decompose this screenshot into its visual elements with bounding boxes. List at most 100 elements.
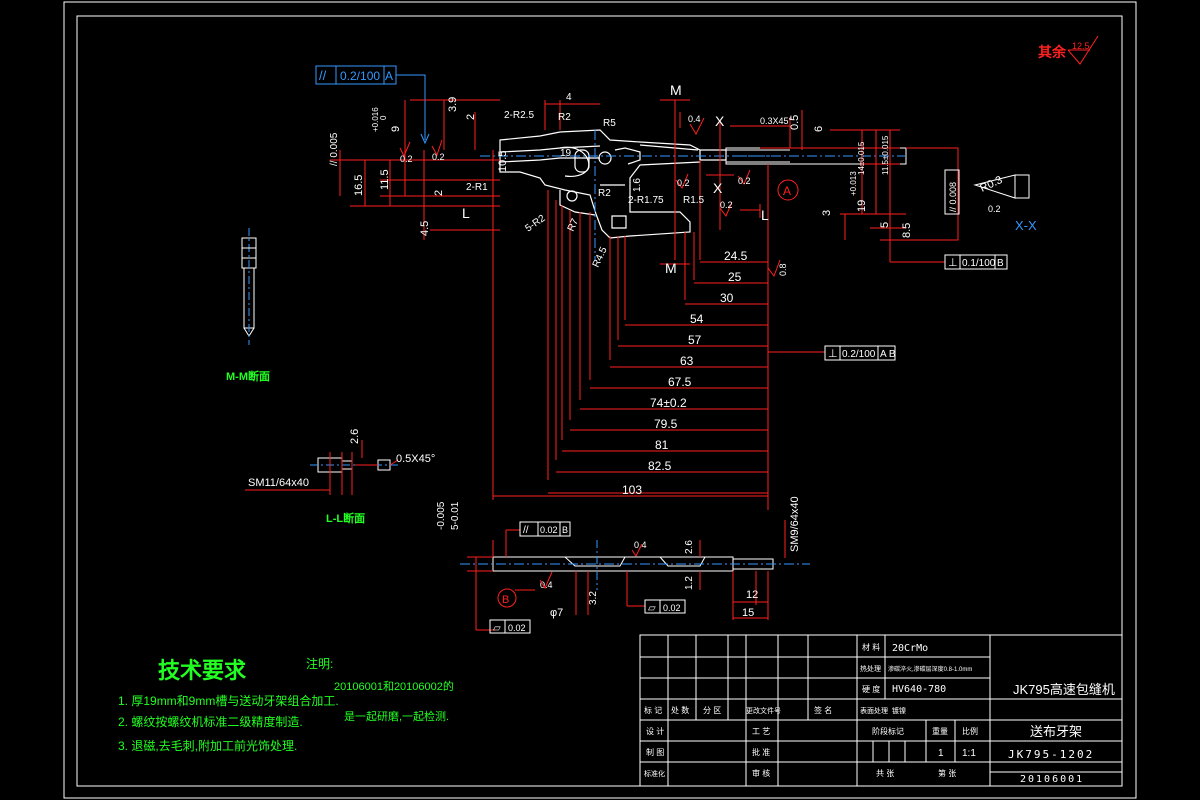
dim-74: 74±0.2 [650,396,687,410]
svg-text:标准化: 标准化 [644,769,665,778]
svg-text:SM9/64x40: SM9/64x40 [789,496,801,552]
dim-67-5: 67.5 [668,375,692,389]
svg-text:重量: 重量 [932,726,948,736]
title-block-text: 材 料 20CrMo 热处理 渗碳淬火,渗碳层深度0.8-1.0mm 硬 度 H… [644,642,1115,785]
svg-text:0.4: 0.4 [634,540,647,550]
dim-63: 63 [680,354,694,368]
main-view: // 0.2/100 A [315,65,1037,510]
datum-a: A [783,184,791,198]
svg-text:φ7: φ7 [550,607,563,619]
surface-value: 镀镍 [892,706,906,715]
svg-text:2.6: 2.6 [684,540,695,554]
outer-frame [63,1,1137,799]
dim-24-5: 24.5 [724,249,748,263]
svg-text:0.5: 0.5 [789,115,801,130]
svg-text:0.02: 0.02 [540,525,558,535]
section-l-left: L [462,205,470,221]
remark-line-2: 是一起研磨,一起检测. [344,709,449,723]
svg-text:19: 19 [560,148,572,159]
drawing-code: 20106001 [1020,774,1084,785]
svg-text:R2: R2 [558,112,571,123]
svg-text:0: 0 [379,115,388,120]
note-3: 3. 退磁,去毛刺,附加工前光饰处理. [118,738,297,753]
svg-text:2: 2 [465,114,477,120]
svg-text:0.2: 0.2 [677,178,690,188]
part-name: 送布牙架 [1030,724,1082,739]
note-2: 2. 螺纹按螺纹机标准二级精度制造. [118,714,303,729]
dim-79-5: 79.5 [654,417,678,431]
svg-text:10.5: 10.5 [497,151,509,172]
svg-text:0.02: 0.02 [663,603,681,613]
dim-25: 25 [728,270,742,284]
svg-text:签 名: 签 名 [814,705,832,715]
svg-text:-0.005: -0.005 [436,501,447,530]
svg-text:B: B [562,525,568,535]
svg-text:2-R1.75: 2-R1.75 [628,195,664,206]
svg-text:R4.5: R4.5 [591,245,610,269]
svg-text:4.5: 4.5 [419,221,431,236]
svg-text:0.2/100: 0.2/100 [842,349,876,360]
flatness-box: // 0.2/100 A [315,65,430,145]
svg-text:⊥: ⊥ [828,348,838,360]
company-name: JK795高速包缝机 [1013,682,1115,697]
inner-frame [76,15,1123,787]
dim-82-5: 82.5 [648,459,672,473]
svg-text:1.6: 1.6 [632,178,643,192]
svg-text:2.6: 2.6 [349,429,361,444]
svg-text:5-0.01: 5-0.01 [450,501,461,530]
svg-text:3: 3 [821,210,833,216]
svg-text:12: 12 [746,589,758,601]
svg-text:X-X: X-X [1015,218,1037,233]
svg-text:0.5X45°: 0.5X45° [396,453,435,465]
dim-54: 54 [690,312,704,326]
svg-text:0.1/100: 0.1/100 [962,258,996,269]
svg-text:审 核: 审 核 [752,768,770,778]
svg-text:0.2: 0.2 [988,204,1001,214]
svg-text:L-L断面: L-L断面 [326,511,365,525]
svg-text:5: 5 [879,222,891,228]
svg-text:B: B [502,594,509,606]
perp-box-1: ⊥ 0.1/100 B [944,254,1008,270]
svg-text:表面处理: 表面处理 [860,706,888,715]
svg-text://: // [319,68,327,83]
svg-text:0.8: 0.8 [778,263,788,276]
notes-title: 技术要求 [158,658,246,683]
tech-notes: 技术要求 1. 厚19mm和9mm槽与送动牙架组合加工. 2. 螺纹按螺纹机标准… [118,656,454,753]
svg-text:硬 度: 硬 度 [862,684,880,694]
roughness-corner-label: 其余 [1038,44,1067,60]
roughness-symbols [399,117,781,278]
svg-text:处 数: 处 数 [671,705,689,715]
drawing-number: JK795-1202 [1008,748,1094,761]
section-l: 2.6 0.5X45° SM11/64x40 L-L断面 [245,429,435,525]
svg-text:+0.016: +0.016 [371,107,380,132]
svg-text:B: B [997,258,1004,269]
main-dim-lines [330,99,906,510]
svg-text:共 张: 共 张 [876,769,894,778]
svg-text:4: 4 [566,92,572,103]
svg-text:19: 19 [856,200,868,212]
svg-text:分 区: 分 区 [703,706,721,715]
svg-text:材 料: 材 料 [862,642,880,652]
svg-text:R1.5: R1.5 [683,195,705,206]
svg-text://: // [523,525,529,536]
dim-57: 57 [688,333,702,347]
roughness-corner-value: 12.5 [1072,41,1090,51]
svg-text:设 计: 设 计 [646,726,664,736]
svg-text:标 记: 标 记 [644,705,662,715]
svg-text:制 图: 制 图 [646,747,664,757]
svg-text:5-R2: 5-R2 [523,213,547,235]
dim-81: 81 [655,438,669,452]
svg-text:14±0.015: 14±0.015 [857,141,866,175]
svg-text:// 0.005: // 0.005 [329,132,340,166]
material-value: 20CrMo [892,643,928,654]
svg-text:0.3X45°: 0.3X45° [760,116,793,126]
svg-text:0.2/100: 0.2/100 [340,69,380,83]
svg-text:2-R2.5: 2-R2.5 [504,110,534,121]
dim-30: 30 [720,291,734,305]
horizontal-dim-texts: 24.5 25 30 54 57 63 67.5 74±0.2 79.5 81 … [622,249,748,497]
svg-text:0.4: 0.4 [688,114,701,124]
section-m-bottom: M [665,260,677,276]
svg-text:3.9: 3.9 [447,97,459,112]
svg-text:0.2: 0.2 [720,200,733,210]
